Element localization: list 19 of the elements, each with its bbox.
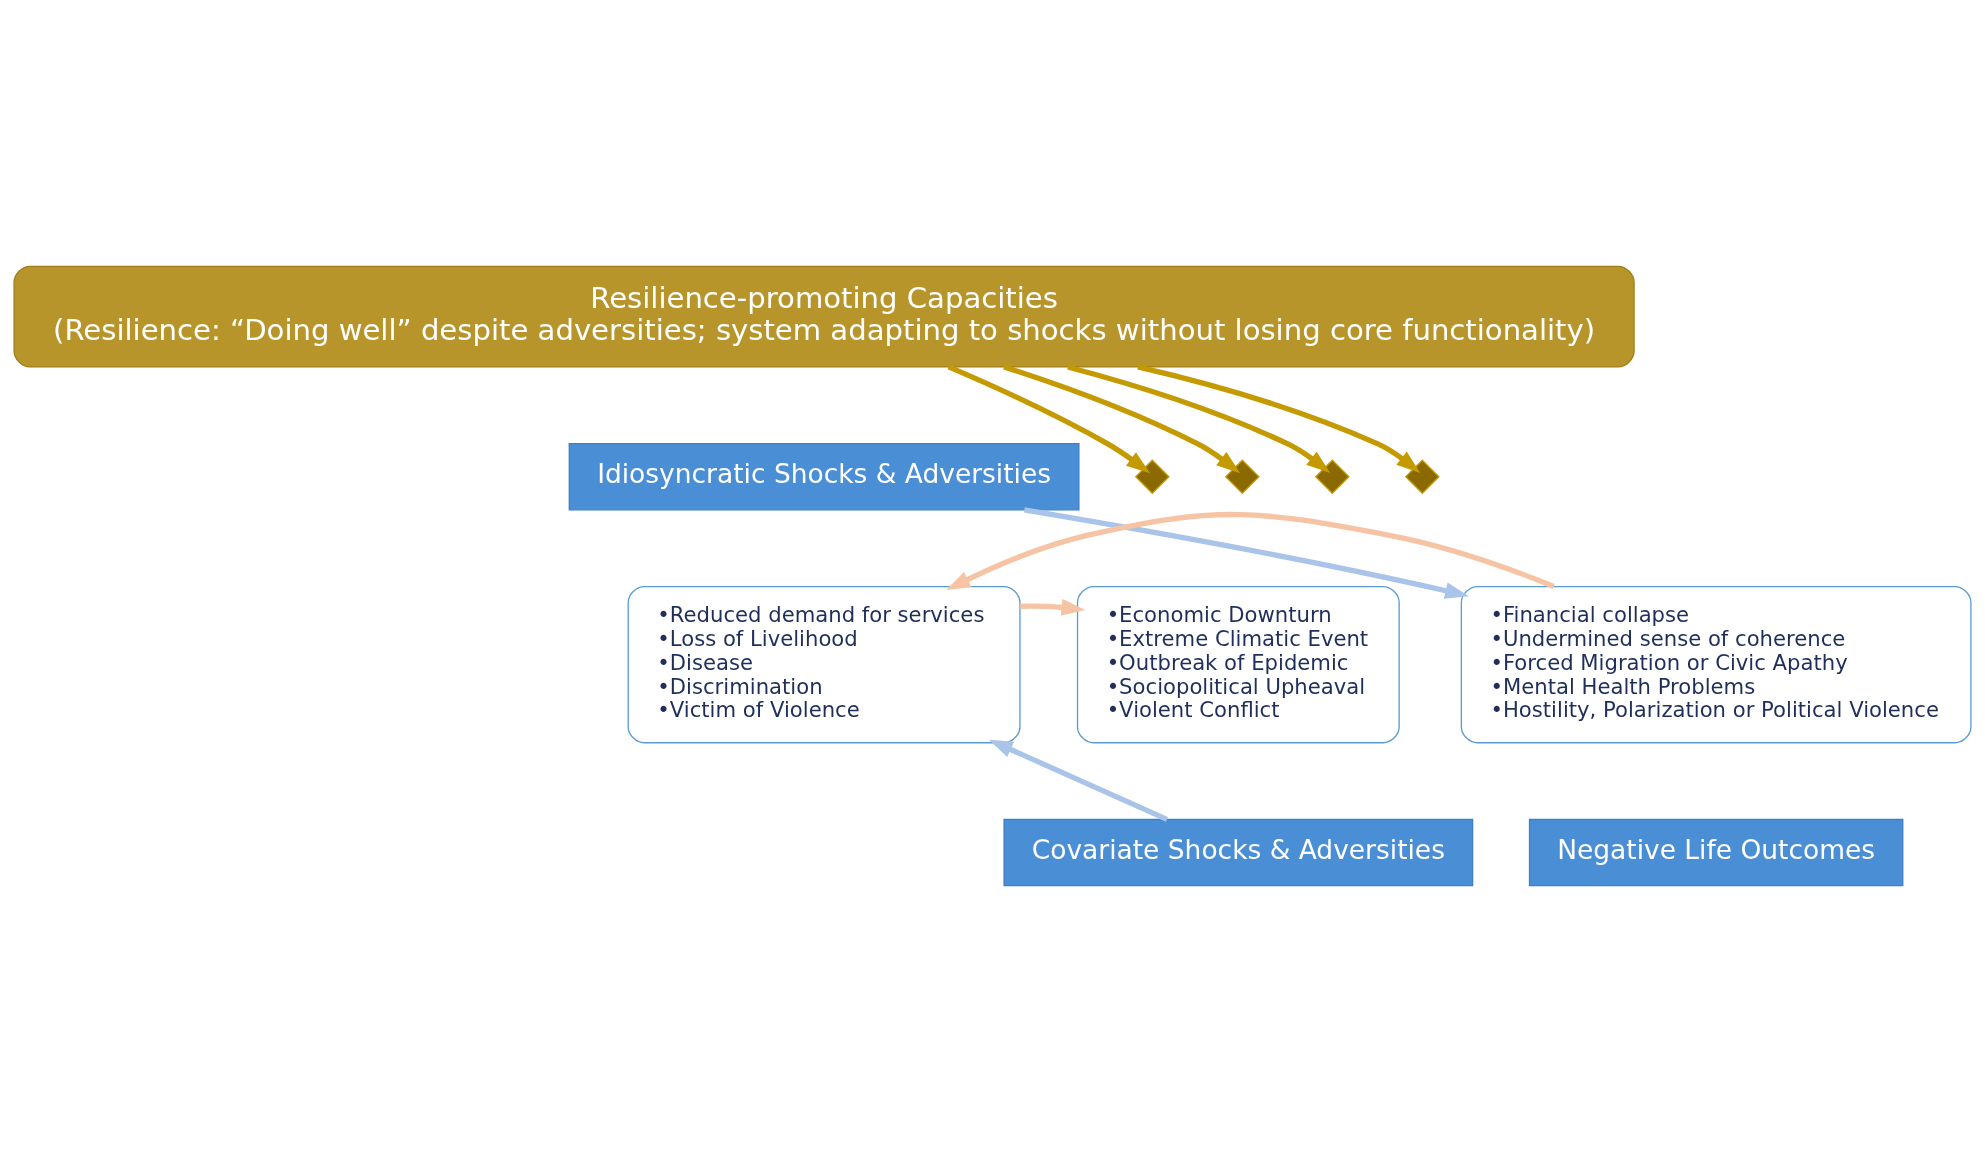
arrow <box>946 511 1555 590</box>
arrow <box>947 364 1151 473</box>
arrow <box>1020 598 1086 616</box>
node-box: •Economic Downturn •Extreme Climatic Event •Outbreak of Epidemic •Sociopolitical Upheaval •Violent Conflict <box>1076 585 1400 743</box>
node-box: Idiosyncratic Shocks & Adversities <box>568 442 1080 510</box>
node-box: •Financial collapse •Undermined sense of coherence •Forced Migration or Civic Apathy •Mental Health Problems •Hostility, Polarization or Political Violence <box>1460 585 1972 743</box>
node-box: Negative Life Outcomes <box>1528 818 1904 886</box>
node-box: Covariate Shocks & Adversities <box>1003 818 1474 886</box>
arrow <box>1067 364 1331 473</box>
node-cross <box>1314 458 1350 494</box>
arrow <box>1023 506 1469 599</box>
node-cross <box>1134 458 1170 494</box>
node-box: Resilience-promoting Capacities (Resilience: “Doing well” despite adversities; system adapting to shocks without losing core functionality) <box>13 265 1635 368</box>
arrow <box>988 739 1168 822</box>
node-cross <box>1404 458 1440 494</box>
arrow <box>1003 363 1241 473</box>
node-cross <box>1224 458 1260 494</box>
node-box: •Reduced demand for services •Loss of Livelihood •Disease •Discrimination •Victim of Violence <box>627 585 1021 743</box>
arrow <box>1137 363 1421 473</box>
